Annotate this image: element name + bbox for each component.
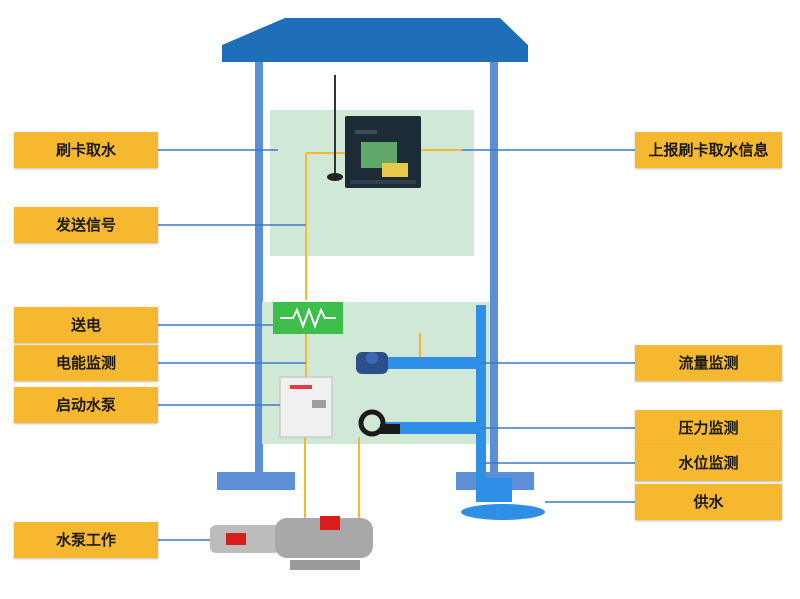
label-energy-monitor: 电能监测 <box>14 345 158 381</box>
label-power-supply: 送电 <box>14 307 158 343</box>
water-pump-icon <box>210 516 373 570</box>
wiring <box>304 149 462 520</box>
antenna-icon <box>327 75 343 181</box>
left-post-base <box>217 472 295 490</box>
label-level-monitor: 水位监测 <box>635 445 782 481</box>
leader-lines <box>158 149 635 541</box>
power-converter-icon <box>273 302 343 334</box>
pump-starter-box <box>279 376 333 438</box>
water-pipes <box>385 305 545 520</box>
label-start-pump: 启动水泵 <box>14 387 158 423</box>
label-pressure-monitor: 压力监测 <box>635 410 782 446</box>
shelter-roof <box>222 18 528 62</box>
card-controller-device <box>345 116 421 188</box>
label-pump-work: 水泵工作 <box>14 522 158 558</box>
label-water-supply: 供水 <box>635 484 782 520</box>
label-report-info: 上报刷卡取水信息 <box>635 132 782 168</box>
label-card-water: 刷卡取水 <box>14 132 158 168</box>
label-send-signal: 发送信号 <box>14 207 158 243</box>
label-flow-monitor: 流量监测 <box>635 345 782 381</box>
right-post <box>490 62 498 472</box>
flow-meter-icon <box>356 352 388 374</box>
left-post <box>255 62 263 472</box>
pressure-sensor-icon <box>358 409 400 437</box>
